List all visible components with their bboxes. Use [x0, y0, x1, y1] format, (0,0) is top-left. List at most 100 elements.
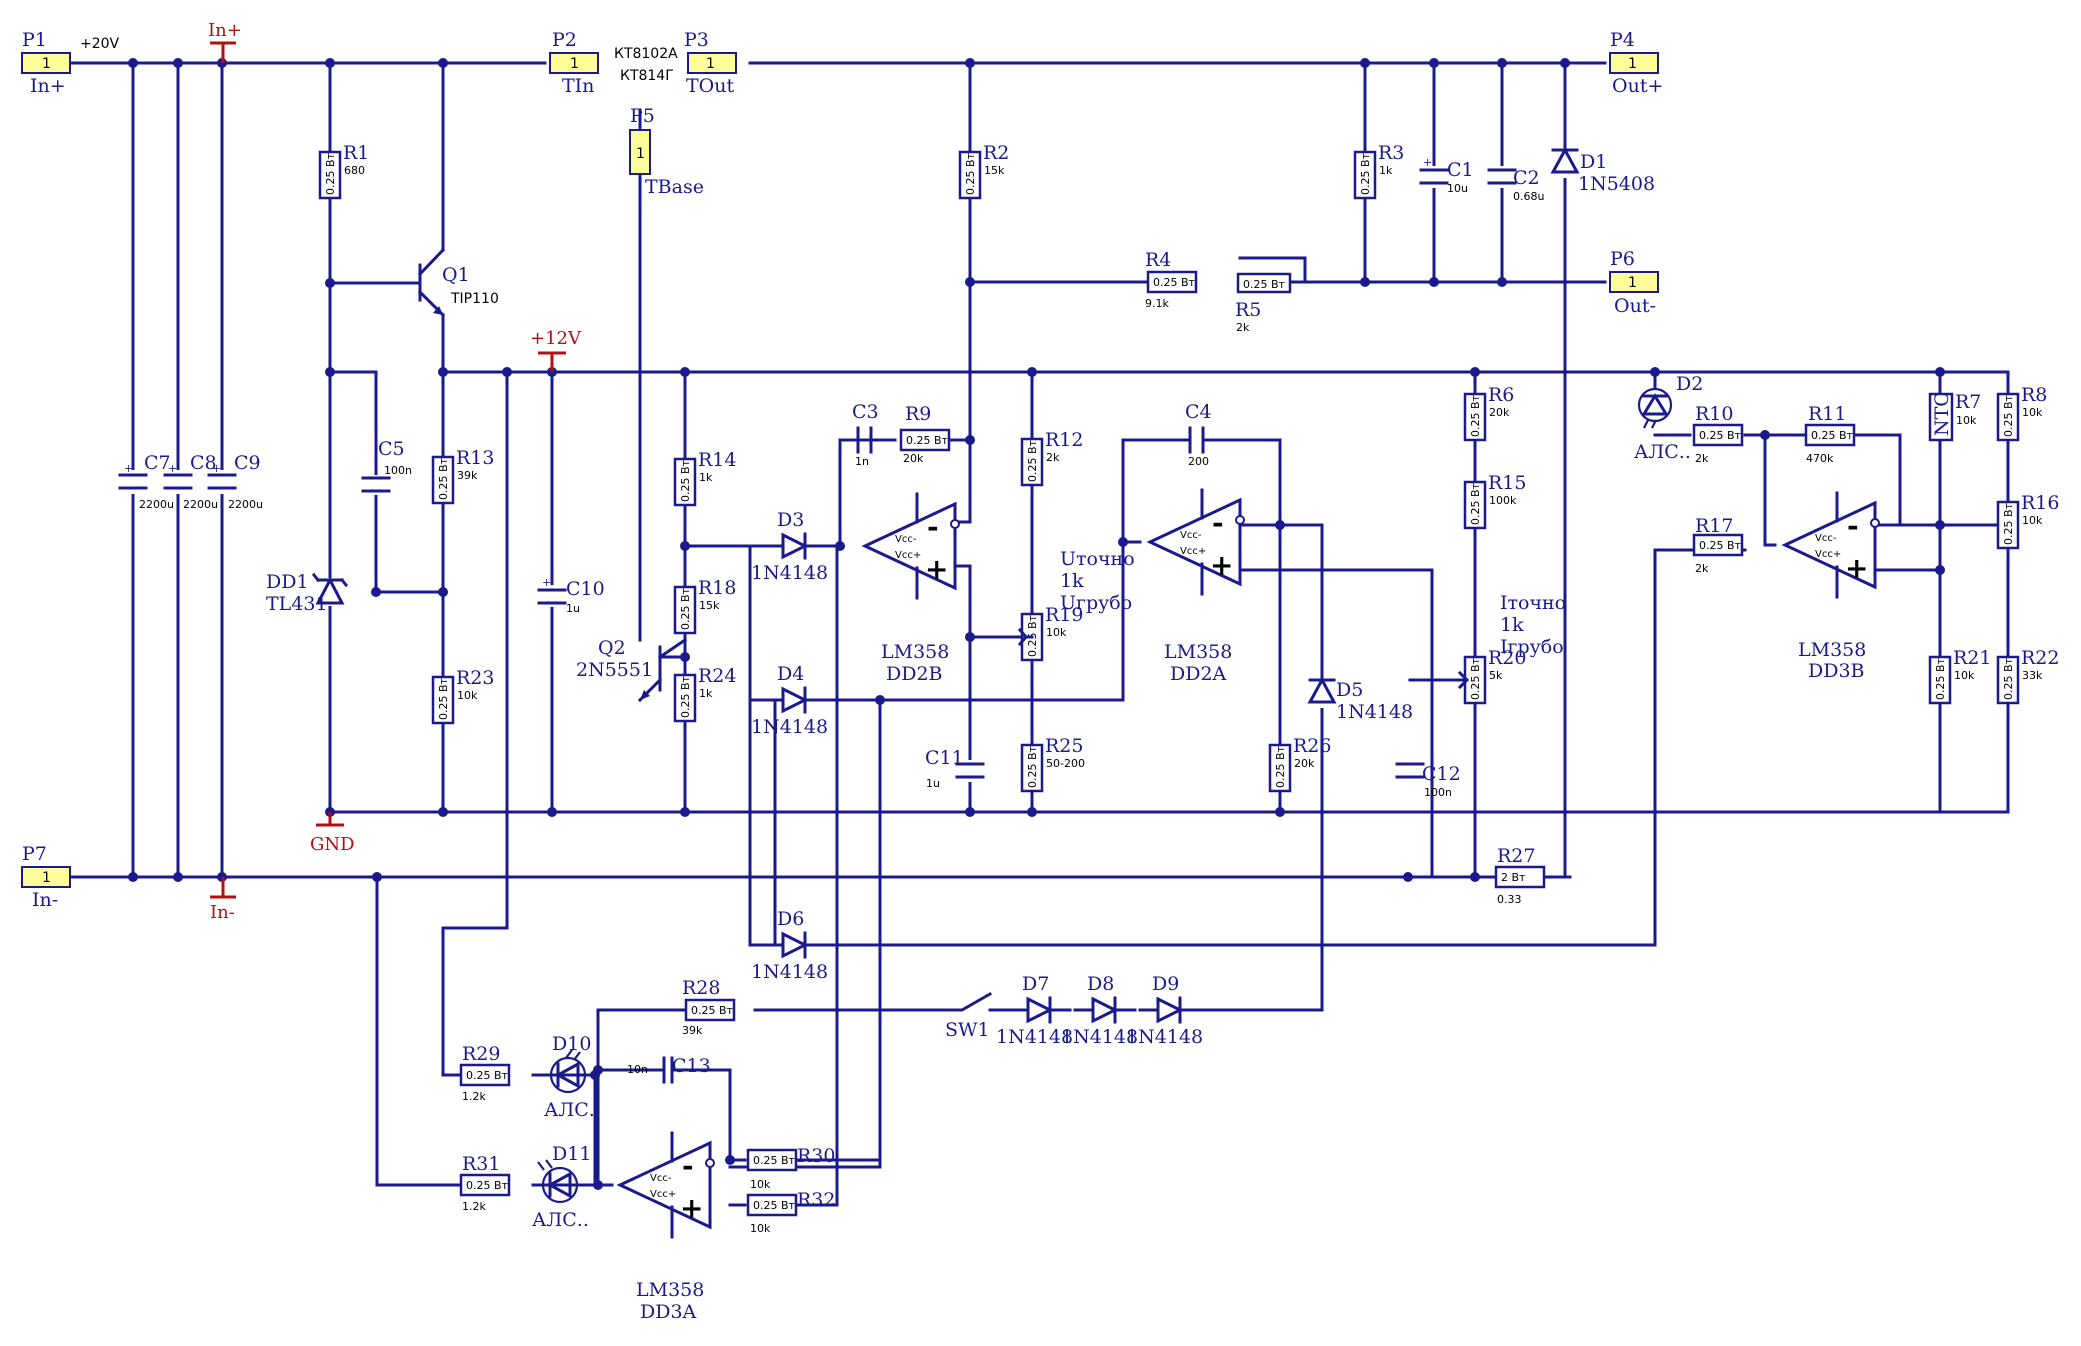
port-name: In+ [30, 75, 66, 97]
port-name: Out+ [1612, 75, 1663, 97]
svg-text:R14: R14 [698, 449, 736, 471]
svg-text:1N4148: 1N4148 [1061, 1026, 1138, 1048]
svg-text:10u: 10u [1447, 182, 1468, 195]
port-pin: 1 [706, 56, 715, 72]
svg-text:1N4148: 1N4148 [1126, 1026, 1203, 1048]
svg-text:10k: 10k [750, 1178, 771, 1191]
svg-text:1k: 1k [1060, 570, 1084, 592]
svg-text:680: 680 [344, 164, 365, 177]
svg-text:DD2A: DD2A [1170, 663, 1227, 685]
svg-text:0.25 Вт: 0.25 Вт [1469, 657, 1482, 700]
net-label-20v: +20V [80, 36, 120, 52]
port-name: TIn [562, 75, 594, 97]
svg-text:R4: R4 [1145, 249, 1171, 271]
diode-D5: D5 1N4148 [1307, 676, 1413, 723]
svg-text:15k: 15k [699, 599, 720, 612]
capacitor-C13: C13 10n [627, 1055, 711, 1084]
svg-text:0.25 Вт: 0.25 Вт [1274, 745, 1287, 788]
svg-text:-: - [927, 510, 939, 543]
port-name: TBase [645, 176, 704, 198]
svg-text:10k: 10k [2022, 406, 2043, 419]
svg-text:In-: In- [210, 902, 235, 923]
svg-text:0.25 Вт: 0.25 Вт [964, 152, 977, 195]
port-pin: 1 [42, 56, 51, 72]
svg-text:C3: C3 [852, 401, 879, 423]
svg-text:R1: R1 [343, 142, 369, 164]
svg-text:C11: C11 [925, 747, 964, 769]
svg-text:Q2: Q2 [598, 637, 626, 659]
svg-text:R15: R15 [1488, 472, 1526, 494]
svg-text:2k: 2k [1046, 451, 1060, 464]
port-P1: 1 P1 In+ [21, 29, 71, 97]
svg-text:2 Вт: 2 Вт [1501, 871, 1526, 884]
svg-text:10k: 10k [457, 689, 478, 702]
svg-text:R3: R3 [1378, 142, 1404, 164]
svg-text:1k: 1k [699, 471, 713, 484]
svg-text:R29: R29 [462, 1043, 500, 1065]
capacitor-C4: C4 200 [1121, 401, 1282, 468]
power-in-plus: In+ [208, 20, 242, 63]
port-pin: 1 [1628, 275, 1637, 291]
svg-text:0.25 Вт: 0.25 Вт [1699, 539, 1742, 552]
svg-text:0.25 Вт: 0.25 Вт [1026, 439, 1039, 482]
svg-text:10n: 10n [627, 1063, 648, 1076]
svg-text:0.25 Вт: 0.25 Вт [1811, 429, 1854, 442]
svg-text:R23: R23 [456, 667, 494, 689]
svg-text:Vcc+: Vcc+ [1815, 549, 1841, 560]
port-pin: 1 [42, 870, 51, 886]
svg-text:0.25 Вт: 0.25 Вт [1153, 276, 1196, 289]
svg-text:DD3B: DD3B [1808, 660, 1865, 682]
svg-text:+: + [925, 553, 948, 586]
svg-text:R11: R11 [1808, 403, 1846, 425]
svg-text:D5: D5 [1336, 679, 1363, 701]
svg-text:15k: 15k [984, 164, 1005, 177]
transistor-Q2: Q2 2N5551 [576, 637, 688, 703]
port-P6: 1 P6 Out- [1609, 248, 1659, 317]
svg-text:1N4148: 1N4148 [996, 1026, 1073, 1048]
svg-text:0.25 Вт: 0.25 Вт [2002, 502, 2015, 545]
svg-text:20k: 20k [903, 452, 924, 465]
svg-text:2k: 2k [1695, 562, 1709, 575]
svg-text:0.25 Вт: 0.25 Вт [1934, 657, 1947, 700]
svg-text:TL431: TL431 [266, 593, 328, 615]
svg-text:LM358: LM358 [1798, 639, 1866, 661]
svg-text:АЛС..: АЛС.. [1634, 441, 1691, 463]
svg-text:20k: 20k [1489, 406, 1510, 419]
capacitor-C7: + C7 2200u [118, 452, 174, 511]
svg-text:0.25 Вт: 0.25 Вт [691, 1004, 734, 1017]
svg-text:R9: R9 [905, 403, 931, 425]
svg-text:0.25 Вт: 0.25 Вт [1699, 429, 1742, 442]
power-gnd: GND [310, 812, 355, 855]
capacitor-C9: + C9 2200u [207, 452, 263, 511]
svg-text:0.25 Вт: 0.25 Вт [679, 459, 692, 502]
svg-text:D8: D8 [1087, 973, 1114, 995]
transistor-note-2: КТ814Г [620, 68, 674, 84]
junctions [128, 58, 1945, 1190]
svg-text:R28: R28 [682, 977, 720, 999]
svg-text:Iточно: Iточно [1500, 592, 1566, 614]
svg-text:2200u: 2200u [228, 498, 263, 511]
svg-text:D4: D4 [777, 663, 804, 685]
svg-text:50-200: 50-200 [1046, 757, 1085, 770]
svg-text:R31: R31 [462, 1153, 500, 1175]
svg-text:10k: 10k [1954, 669, 1975, 682]
svg-text:+: + [1210, 549, 1233, 582]
svg-text:10k: 10k [2022, 514, 2043, 527]
svg-text:Uгрубо: Uгрубо [1060, 592, 1132, 614]
